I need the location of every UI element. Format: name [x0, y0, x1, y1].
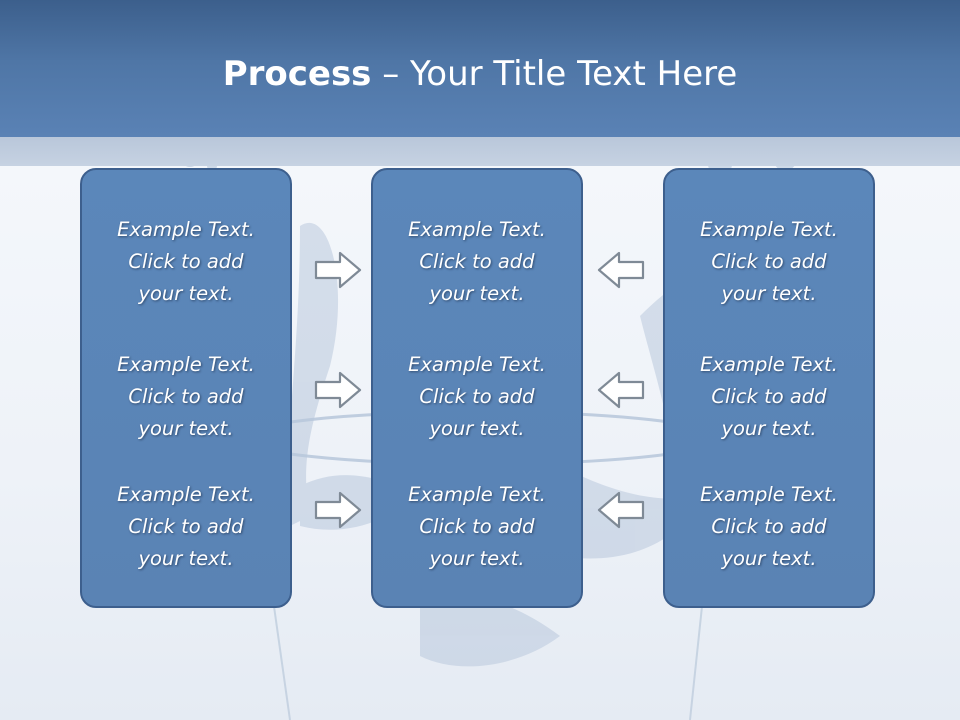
process-box-center: Example Text. Click to add your text. Ex… — [371, 168, 583, 608]
process-box-left: Example Text. Click to add your text. Ex… — [80, 168, 292, 608]
text-block[interactable]: Example Text. Click to add your text. — [82, 214, 290, 310]
text-block[interactable]: Example Text. Click to add your text. — [373, 214, 581, 310]
text-line: your text. — [138, 547, 234, 570]
text-line: Click to add — [711, 385, 827, 408]
title-bar — [0, 0, 960, 137]
text-block[interactable]: Example Text. Click to add your text. — [82, 479, 290, 575]
text-line: your text. — [721, 547, 817, 570]
title-bold: Process — [222, 54, 372, 94]
text-line: your text. — [721, 282, 817, 305]
text-line: Click to add — [419, 250, 535, 273]
text-block[interactable]: Example Text. Click to add your text. — [665, 479, 873, 575]
text-line: Example Text. — [408, 353, 546, 376]
text-line: Click to add — [128, 515, 244, 538]
arrow-left-icon — [597, 491, 645, 529]
text-line: Click to add — [711, 250, 827, 273]
text-block[interactable]: Example Text. Click to add your text. — [373, 479, 581, 575]
text-line: your text. — [138, 282, 234, 305]
header-stripe — [0, 137, 960, 166]
text-line: Click to add — [128, 385, 244, 408]
text-line: Example Text. — [117, 353, 255, 376]
process-box-right: Example Text. Click to add your text. Ex… — [663, 168, 875, 608]
text-line: Example Text. — [408, 483, 546, 506]
text-block[interactable]: Example Text. Click to add your text. — [82, 349, 290, 445]
arrow-left-icon — [597, 371, 645, 409]
text-block[interactable]: Example Text. Click to add your text. — [373, 349, 581, 445]
text-line: your text. — [429, 417, 525, 440]
text-line: Click to add — [711, 515, 827, 538]
text-line: Click to add — [419, 385, 535, 408]
arrow-right-icon — [314, 371, 362, 409]
text-line: Example Text. — [117, 218, 255, 241]
slide-title: Process – Your Title Text Here — [0, 50, 960, 98]
text-line: your text. — [721, 417, 817, 440]
text-line: Example Text. — [700, 353, 838, 376]
arrow-left-icon — [597, 251, 645, 289]
text-line: Click to add — [419, 515, 535, 538]
text-line: Example Text. — [117, 483, 255, 506]
text-block[interactable]: Example Text. Click to add your text. — [665, 349, 873, 445]
text-line: your text. — [138, 417, 234, 440]
arrow-right-icon — [314, 491, 362, 529]
text-line: Example Text. — [700, 218, 838, 241]
text-line: your text. — [429, 547, 525, 570]
arrow-right-icon — [314, 251, 362, 289]
title-rest: – Your Title Text Here — [371, 54, 738, 94]
text-block[interactable]: Example Text. Click to add your text. — [665, 214, 873, 310]
text-line: Click to add — [128, 250, 244, 273]
text-line: your text. — [429, 282, 525, 305]
text-line: Example Text. — [408, 218, 546, 241]
text-line: Example Text. — [700, 483, 838, 506]
